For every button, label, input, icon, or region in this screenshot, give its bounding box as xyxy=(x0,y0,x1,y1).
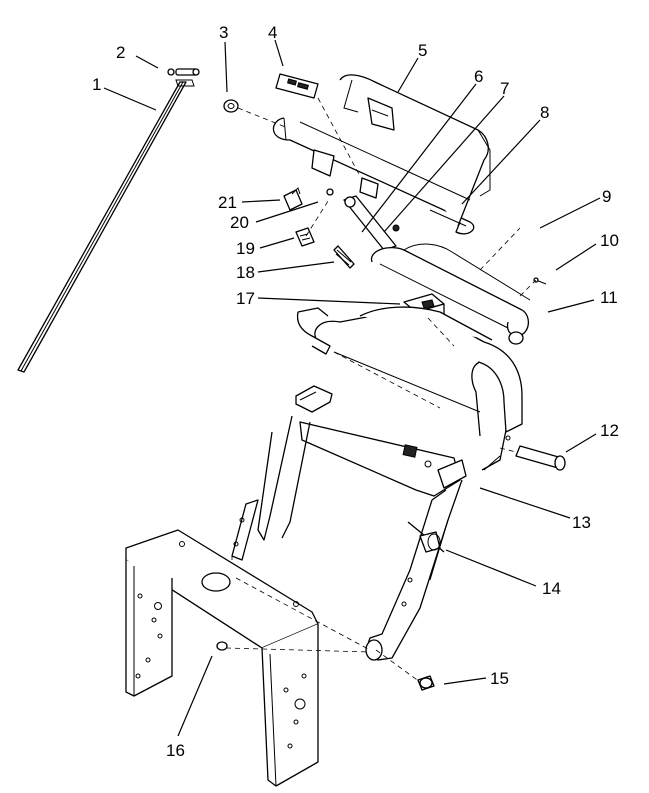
callout-19: 19 xyxy=(236,239,255,258)
callout-2: 2 xyxy=(116,43,125,62)
part-5-upper-handle xyxy=(272,74,491,235)
part-14-wire-clip xyxy=(407,521,445,553)
callout-4: 4 xyxy=(268,23,277,42)
part-1-rod xyxy=(17,79,195,373)
callout-16: 16 xyxy=(166,741,185,760)
callout-7: 7 xyxy=(500,79,509,98)
callout-20: 20 xyxy=(230,213,249,232)
callout-13: 13 xyxy=(572,513,591,532)
alignment-lines xyxy=(237,97,537,683)
callout-12: 12 xyxy=(600,421,619,440)
part-19-clip xyxy=(295,227,315,247)
callout-1: 1 xyxy=(92,75,101,94)
callout-18: 18 xyxy=(236,263,255,282)
callout-17: 17 xyxy=(236,289,255,308)
part-3-bushing xyxy=(223,99,239,113)
callout-3: 3 xyxy=(219,23,228,42)
part-21-bracket xyxy=(283,187,303,211)
part-4-decal xyxy=(275,73,319,99)
part-10-pin xyxy=(533,277,547,285)
leader-lines xyxy=(103,39,601,737)
part-2-clip xyxy=(167,68,200,76)
part-15-bolt xyxy=(417,675,435,691)
part-8-bail xyxy=(371,243,531,345)
callout-14: 14 xyxy=(542,579,561,598)
callout-10: 10 xyxy=(600,231,619,250)
part-16-frame xyxy=(125,529,371,787)
callout-6: 6 xyxy=(474,67,483,86)
callout-labels: 1 2 3 4 5 6 7 8 9 10 11 12 13 14 15 16 1… xyxy=(92,23,619,760)
callout-9: 9 xyxy=(602,187,611,206)
callout-8: 8 xyxy=(540,103,549,122)
part-13-lower-handle xyxy=(231,306,523,661)
callout-5: 5 xyxy=(418,41,427,60)
callout-21: 21 xyxy=(218,193,237,212)
part-18-spring xyxy=(333,245,355,269)
part-12-clevis-pin xyxy=(505,435,566,471)
callout-15: 15 xyxy=(490,669,509,688)
part-6-7-pins xyxy=(326,188,400,251)
callout-11: 11 xyxy=(600,288,618,307)
